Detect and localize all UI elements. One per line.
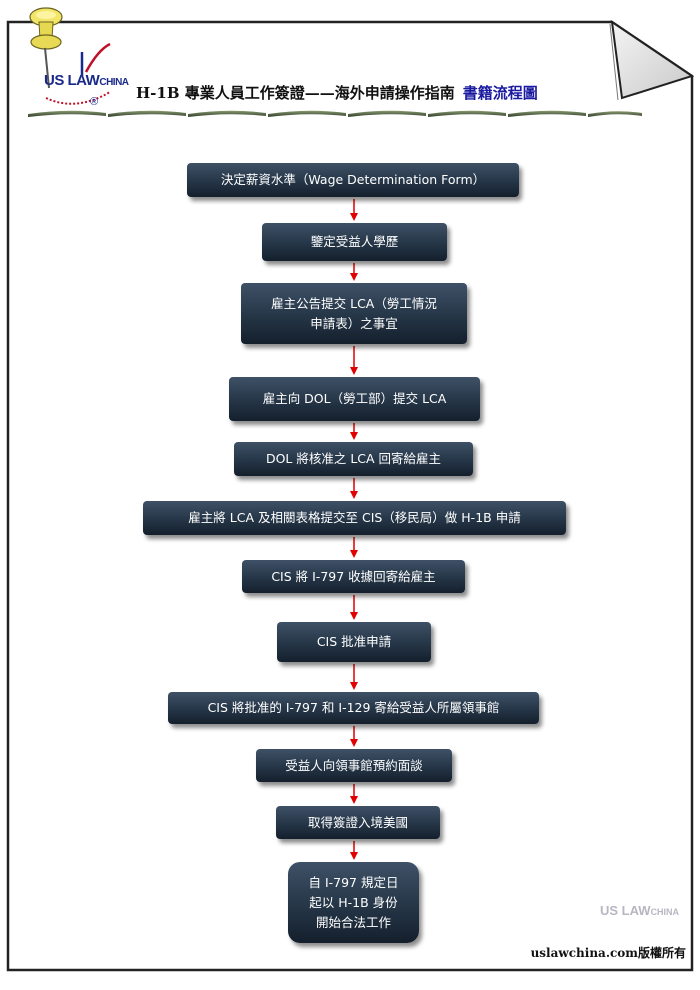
flow-step-8: CIS 批准申請 bbox=[277, 622, 431, 662]
title-accent: 書籍流程圖 bbox=[462, 84, 538, 102]
flow-step-12: 自 I-797 規定日 起以 H-1B 身份 開始合法工作 bbox=[288, 862, 419, 943]
flow-step-6: 雇主將 LCA 及相關表格提交至 CIS（移民局）做 H-1B 申請 bbox=[143, 501, 566, 535]
registered-mark: ® bbox=[90, 96, 99, 108]
page-title: H-1B 專業人員工作簽證——海外申請操作指南書籍流程圖 bbox=[136, 82, 538, 103]
flow-step-10: 受益人向領事館預約面談 bbox=[256, 749, 452, 782]
logo-watermark: US LAWCHINA bbox=[600, 903, 680, 918]
flow-step-7: CIS 將 I-797 收據回寄給雇主 bbox=[242, 560, 465, 593]
title-main: H-1B 專業人員工作簽證——海外申請操作指南 bbox=[136, 84, 455, 102]
flow-step-9: CIS 將批准的 I-797 和 I-129 寄給受益人所屬領事館 bbox=[168, 692, 539, 724]
flow-step-4: 雇主向 DOL（勞工部）提交 LCA bbox=[229, 377, 480, 421]
flow-step-2: 鑒定受益人學歷 bbox=[262, 223, 447, 261]
flow-step-1: 決定薪資水準（Wage Determination Form） bbox=[187, 163, 519, 197]
flow-step-3: 雇主公告提交 LCA（勞工情況 申請表）之事宜 bbox=[241, 283, 467, 344]
flow-step-11: 取得簽證入境美國 bbox=[276, 806, 440, 839]
uslawchina-logo: US LAWCHINA ® bbox=[36, 42, 132, 112]
flow-step-5: DOL 將核准之 LCA 回寄給雇主 bbox=[234, 442, 473, 476]
decorative-rule bbox=[28, 110, 642, 117]
copyright-text: uslawchina.com版權所有 bbox=[530, 946, 686, 960]
push-pin-icon bbox=[24, 4, 72, 90]
logo-text: US LAWCHINA bbox=[44, 72, 129, 89]
